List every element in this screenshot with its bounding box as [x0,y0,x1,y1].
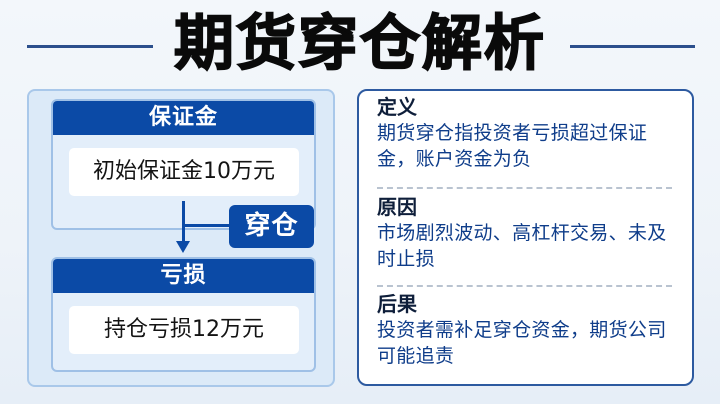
definition-body: 期货穿仓指投资者亏损超过保证金，账户资金为负 [377,122,648,170]
initial-margin-value: 初始保证金10万元 [69,148,299,196]
flow-diagram-panel: 保证金 初始保证金10万元 穿仓 亏损 持仓亏损12万元 [27,89,335,387]
arrow-down-icon [176,241,190,253]
loss-card-header: 亏损 [53,259,314,293]
consequence-title: 后果 [377,292,417,316]
liquidation-badge: 穿仓 [229,205,314,248]
cause-section: 原因 市场剧烈波动、高杠杆交易、未及时止损 [377,194,676,272]
definition-title: 定义 [377,95,417,119]
title-rule-left [27,45,153,48]
section-divider [377,285,672,287]
definition-section: 定义 期货穿仓指投资者亏损超过保证金，账户资金为负 [377,94,676,172]
position-loss-value: 持仓亏损12万元 [69,306,299,354]
consequence-body: 投资者需补足穿仓资金，期货公司可能追责 [377,319,667,367]
info-panel: 定义 期货穿仓指投资者亏损超过保证金，账户资金为负 原因 市场剧烈波动、高杠杆交… [357,89,694,386]
consequence-section: 后果 投资者需补足穿仓资金，期货公司可能追责 [377,291,676,369]
margin-card: 保证金 初始保证金10万元 [51,99,316,230]
section-divider [377,187,672,189]
cause-title: 原因 [377,195,417,219]
cause-body: 市场剧烈波动、高杠杆交易、未及时止损 [377,222,667,270]
margin-card-header: 保证金 [53,101,314,135]
title-rule-right [570,45,695,48]
badge-connector-line [183,224,231,227]
page-title: 期货穿仓解析 [173,8,546,80]
flow-arrow-line [182,201,185,245]
loss-card: 亏损 持仓亏损12万元 [51,257,316,372]
